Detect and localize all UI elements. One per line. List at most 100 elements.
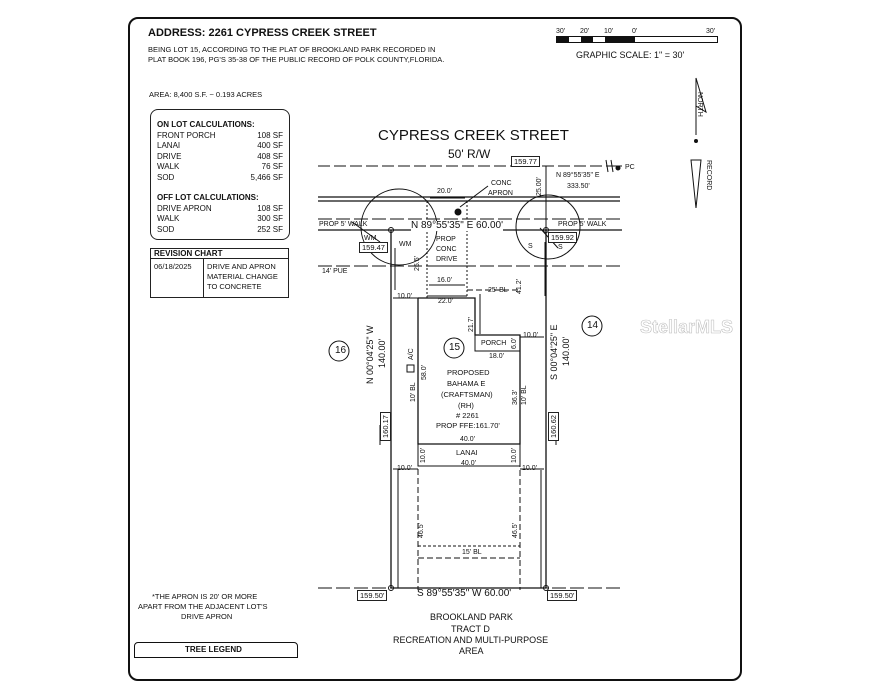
bl-25: 25' BL (488, 287, 508, 294)
dim-16: 16.0' (437, 277, 452, 284)
sewer-label: S (528, 243, 533, 250)
north-arrow (690, 77, 707, 209)
lot-15-circle (443, 337, 465, 359)
right-bearing: S 00°04'25" E (549, 324, 559, 380)
north-label: NORTH (696, 92, 703, 117)
house-label-line: PROP FFE:161.70' (436, 421, 500, 430)
record-label: RECORD (705, 160, 712, 191)
dim-40-top: 40.0' (460, 436, 475, 443)
house-label-line: # 2261 (456, 411, 479, 420)
house-label-line: (CRAFTSMAN) (441, 390, 493, 399)
lanai-setback-left: 10.0' (420, 448, 427, 463)
bl-10-left: 10' BL (410, 382, 417, 402)
revision-chart-title: REVISION CHART (151, 249, 288, 259)
house-label-line: BAHAMA E (447, 379, 486, 388)
drive-label: CONC (436, 246, 457, 253)
watermark: StellarMLS (640, 317, 734, 338)
house-label-line: PROPOSED (447, 368, 490, 377)
front-bearing: N 89°55'35" E 60.00' (411, 220, 503, 231)
conc-apron-label: APRON (488, 190, 513, 197)
revision-date: 06/18/2025 (154, 262, 192, 271)
dim-6: 6.0' (511, 337, 518, 349)
right-setback-porch: 10.0' (523, 332, 538, 339)
scale-tick-label: 30' (556, 28, 566, 35)
tract-label-line: TRACT D (451, 624, 490, 634)
address-title: ADDRESS: 2261 CYPRESS CREEK STREET (148, 27, 377, 39)
dim-21-7: 21.7' (468, 317, 475, 332)
dim-41-2: 41.2' (516, 279, 523, 294)
prop-walk-left: PROP 5' WALK (319, 221, 368, 228)
left-setback-10: 10.0' (397, 293, 412, 300)
pc-label: PC (625, 164, 635, 171)
dim-25-5: 25.5' (414, 256, 421, 271)
street-name: CYPRESS CREEK STREET (378, 127, 569, 144)
scale-tick-label: 30' (706, 28, 716, 35)
bl-10-right: 10' BL (521, 385, 528, 405)
scale-tick-label: 0' (632, 28, 638, 35)
apron-note-line: *THE APRON IS 20' OR MORE (152, 592, 258, 601)
revision-chart: REVISION CHART 06/18/2025 DRIVE AND APRO… (150, 248, 289, 298)
scale-bar (556, 36, 718, 43)
cul-de-sac-right (515, 194, 581, 260)
revision-desc-line: DRIVE AND APRON (207, 262, 276, 271)
graphic-scale-label: GRAPHIC SCALE: 1" = 30' (576, 50, 685, 60)
lot-14-circle (581, 315, 603, 337)
porch-label: PORCH (481, 340, 507, 347)
dim-18: 18.0' (489, 353, 504, 360)
tract-label-line: BROOKLAND PARK (430, 612, 513, 622)
apron-width-dim: 20.0' (437, 188, 452, 195)
elevation-tag: 159.77 (511, 156, 540, 167)
prop-walk-right: PROP 5' WALK (558, 221, 607, 228)
street-right-of-way: 50' R/W (448, 147, 491, 161)
on-lot-title: ON LOT CALCULATIONS: (157, 120, 255, 129)
house-label-line: (RH) (458, 401, 474, 410)
legal-description-line-1: BEING LOT 15, ACCORDING TO THE PLAT OF B… (148, 45, 436, 54)
dim-36-3: 36.3' (512, 390, 519, 405)
dim-40-bottom: 40.0' (461, 460, 476, 467)
dim-58: 58.0' (421, 365, 428, 380)
left-setback-10-bottom: 10.0' (397, 465, 412, 472)
elevation-tag: 159.47 (359, 242, 388, 253)
lanai-label: LANAI (456, 448, 478, 457)
tract-label-line: AREA (459, 646, 484, 656)
top-bearing: N 89°55'35" E (556, 172, 600, 179)
dim-25: 25.00' (536, 177, 543, 196)
left-bearing: N 00°04'25" W (365, 325, 375, 384)
off-lot-title: OFF LOT CALCULATIONS: (157, 193, 259, 202)
top-distance: 333.50' (567, 183, 590, 190)
ac-unit (406, 364, 415, 373)
dim-22: 22.0' (438, 298, 453, 305)
water-meter-label: WM (399, 241, 412, 248)
ac-label: A/C (408, 348, 415, 360)
lanai-setback-right: 10.0' (511, 448, 518, 463)
lot-area: AREA: 8,400 S.F. ~ 0.193 ACRES (149, 90, 263, 99)
water-meter-label: WM (364, 235, 377, 242)
elevation-tag: 159.92 (548, 232, 577, 243)
porch (474, 334, 521, 352)
right-setback-10-bottom: 10.0' (522, 465, 537, 472)
pue-label: 14' PUE (322, 268, 348, 275)
elevation-tag: 160.62 (548, 412, 559, 441)
lot-number-14: 14 (587, 320, 599, 331)
legal-description-line-2: PLAT BOOK 196, PG'S 35-38 OF THE PUBLIC … (148, 55, 445, 64)
right-distance: 140.00' (561, 336, 571, 366)
tree-legend-title: TREE LEGEND (185, 645, 242, 654)
conc-apron-label: CONC (491, 180, 512, 187)
tree-legend-box: TREE LEGEND (134, 642, 298, 658)
lot-16-circle (328, 340, 350, 362)
sewer-label: S (558, 244, 563, 251)
elevation-tag: 160.17 (380, 412, 391, 441)
lot-number-16: 16 (335, 345, 347, 356)
drive-label: PROP (436, 236, 456, 243)
scale-tick-label: 20' (580, 28, 590, 35)
tract-label-line: RECREATION AND MULTI-PURPOSE (393, 635, 549, 645)
